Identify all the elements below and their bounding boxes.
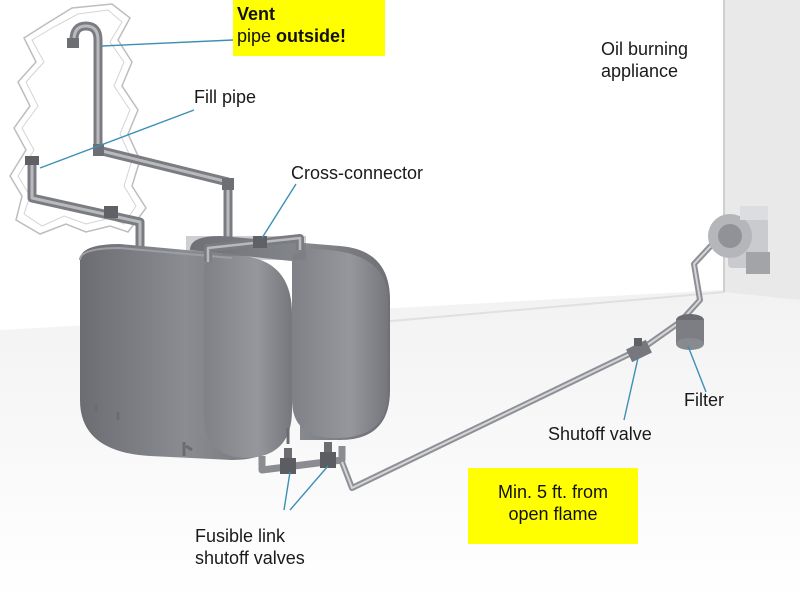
leader-fill-pipe: [39, 109, 195, 169]
vent-callout-line2: pipe outside!: [237, 25, 385, 47]
fill-pipe-valve: [104, 206, 118, 218]
fill-pipe-cap: [25, 156, 39, 165]
leader-shutoff-valve: [623, 357, 639, 421]
vent-fitting-2: [222, 178, 234, 190]
line-shutoff-valve: [626, 338, 652, 363]
vent-cap: [67, 38, 79, 48]
vent-callout-line2-a: pipe: [237, 26, 277, 46]
leader-cross-connector: [261, 183, 297, 239]
fill-pipe-label-text: Fill pipe: [194, 87, 257, 107]
leader-vent: [101, 39, 234, 47]
shutoff-valve-label: Shutoff valve: [548, 423, 652, 445]
outside-wall-outline-inner: [17, 9, 137, 227]
vent-callout-line1: Vent: [237, 4, 276, 24]
vent-callout-line2-b: outside!: [276, 26, 347, 46]
oil-burner: [708, 206, 770, 274]
appliance-label-line1: Oil burning: [601, 39, 689, 59]
fusible-valve-right: [320, 442, 336, 468]
vent-pipe-callout: Vent pipe outside!: [233, 0, 385, 56]
leader-fusible-right: [289, 465, 329, 511]
fusible-link-label-line2: shutoff valves: [195, 548, 305, 568]
fusible-valve-left: [280, 448, 296, 474]
floor-edge: [379, 291, 726, 323]
outside-wall-outline: [9, 3, 147, 235]
flame-callout-line1: Min. 5 ft. from: [497, 482, 609, 502]
leader-filter: [687, 345, 707, 393]
bottom-feed-pipes: [258, 446, 346, 474]
front-tank: [79, 244, 292, 460]
fill-pipe-highlight: [30, 160, 142, 254]
vent-pipe-highlight: [72, 24, 230, 258]
oil-filter: [676, 314, 704, 350]
flame-distance-callout: Min. 5 ft. from open flame: [468, 468, 638, 544]
fusible-link-label: Fusible link shutoff valves: [195, 525, 305, 569]
vent-fitting: [93, 144, 104, 156]
fill-pipe-label: Fill pipe: [194, 86, 256, 108]
fusible-link-label-line1: Fusible link: [195, 526, 286, 546]
tank-legs: [94, 404, 290, 456]
leader-fusible-left: [283, 471, 291, 511]
leader-lines: [39, 39, 707, 511]
appliance-label-line2: appliance: [601, 61, 679, 81]
cross-connector-fitting: [253, 236, 267, 248]
filter-label-text: Filter: [684, 390, 724, 410]
cross-connector-label-text: Cross-connector: [291, 163, 424, 183]
shutoff-valve-label-text: Shutoff valve: [548, 424, 652, 444]
appliance-label: Oil burning appliance: [601, 38, 688, 82]
flame-callout-line2: open flame: [508, 504, 598, 524]
filter-label: Filter: [684, 389, 724, 411]
cross-connector-label: Cross-connector: [291, 162, 423, 184]
